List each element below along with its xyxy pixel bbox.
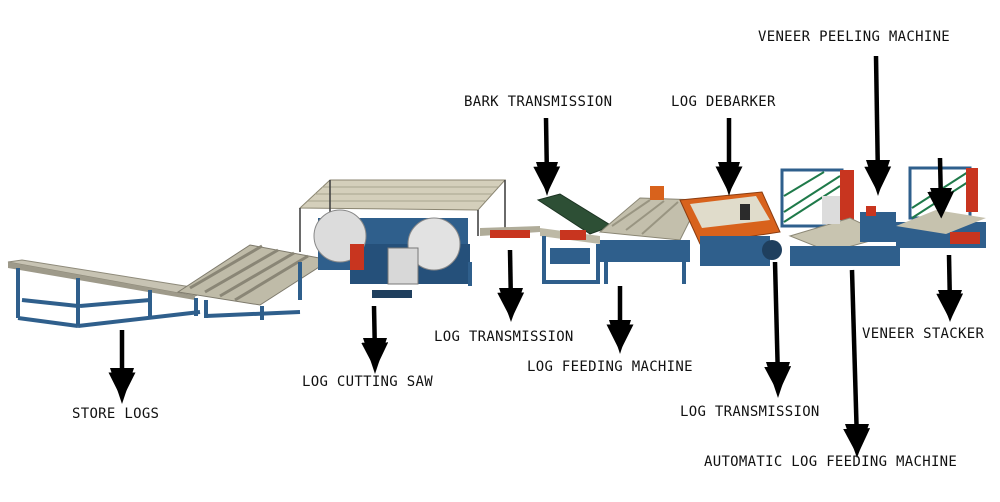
label-log-debarker: LOG DEBARKER (671, 94, 776, 110)
label-log-feeding-machine: LOG FEEDING MACHINE (527, 359, 693, 375)
log-debarker (679, 191, 782, 266)
label-log-cutting-saw: LOG CUTTING SAW (302, 374, 433, 390)
veneer-peeling-machine (780, 168, 900, 266)
label-bark-transmission: BARK TRANSMISSION (464, 94, 613, 110)
label-log-transmission-1: LOG TRANSMISSION (434, 329, 574, 345)
arrowheads (110, 160, 962, 458)
label-log-transmission-2: LOG TRANSMISSION (680, 404, 820, 420)
label-veneer-peeling-machine: VENEER PEELING MACHINE (758, 29, 951, 45)
label-veneer-stacker: VENEER STACKER (862, 326, 985, 342)
bark-transmission-conveyor (536, 193, 614, 284)
label-automatic-log-feeding-machine: AUTOMATIC LOG FEEDING MACHINE (704, 454, 958, 470)
label-store-logs: STORE LOGS (72, 406, 160, 422)
store-logs-ramp (7, 259, 212, 328)
arrow-log-transmission-2 (764, 261, 792, 394)
arrow-automatic-log-feeding (843, 269, 871, 456)
log-cutting-saw-station (176, 179, 540, 320)
arrow-veneer-peeling (864, 55, 892, 194)
machinery-illustration (7, 166, 986, 328)
